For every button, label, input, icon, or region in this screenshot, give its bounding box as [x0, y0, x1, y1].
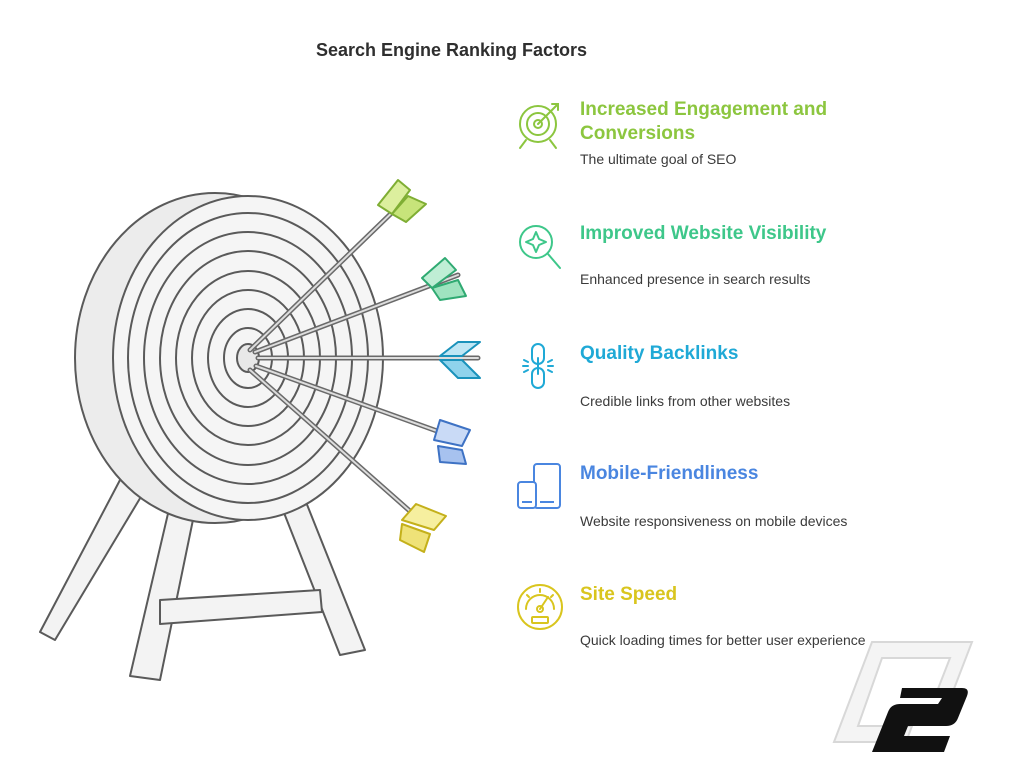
arrow-fletching-speed [399, 503, 447, 553]
factor-description: Quick loading times for better user expe… [580, 632, 866, 648]
arrow-fletching-backlinks [439, 341, 481, 379]
factor-description: Enhanced presence in search results [580, 271, 811, 287]
devices-icon [517, 463, 561, 509]
factor-mobile: Mobile-Friendliness Website responsivene… [514, 462, 884, 552]
target-icon [519, 103, 559, 149]
factor-description: Credible links from other websites [580, 393, 791, 409]
arrow-fletching-visibility [421, 257, 467, 301]
factor-heading: Quality Backlinks [580, 343, 739, 364]
magnify-sparkle-icon [519, 225, 561, 269]
page-title: Search Engine Ranking Factors [316, 40, 588, 60]
factor-backlinks: Quality Backlinks Credible links from ot… [514, 342, 884, 432]
arrow-fletching-engagement [377, 179, 427, 223]
factor-heading: Site Speed [580, 584, 678, 605]
watermark-logo [832, 641, 974, 752]
speedometer-icon [517, 584, 563, 630]
factor-heading: Increased Engagement and Conversions [580, 99, 828, 144]
factor-visibility: Improved Website Visibility Enhanced pre… [514, 222, 884, 312]
factor-description: The ultimate goal of SEO [580, 151, 737, 167]
factor-engagement: Increased Engagement and Conversions The… [514, 98, 884, 188]
factor-heading: Improved Website Visibility [580, 223, 827, 244]
broken-link-icon [522, 343, 554, 389]
factor-description: Website responsiveness on mobile devices [580, 513, 848, 529]
arrow-fletching-mobile [433, 419, 471, 465]
factor-speed: Site Speed Quick loading times for bette… [514, 583, 884, 673]
archery-target-illustration [39, 179, 481, 681]
factor-heading: Mobile-Friendliness [580, 463, 759, 484]
